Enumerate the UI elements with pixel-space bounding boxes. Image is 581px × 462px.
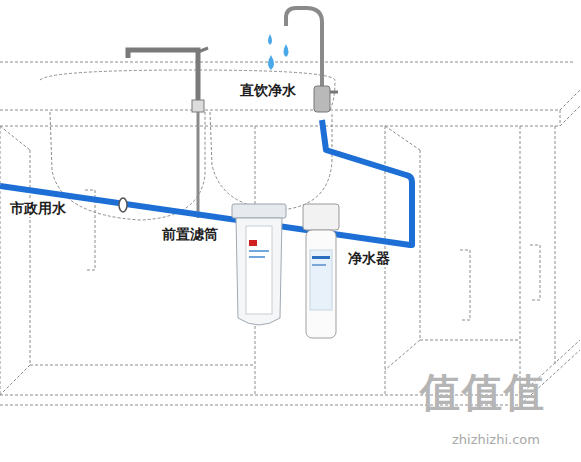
part-label: 净水器 bbox=[346, 250, 392, 267]
valve-ring bbox=[119, 198, 127, 212]
inlet-label: 市政用水 bbox=[8, 200, 68, 217]
watermark-url: zhizhizhi.com bbox=[452, 432, 540, 447]
kitchen-faucet bbox=[128, 48, 208, 218]
water-pipe bbox=[0, 120, 412, 245]
outlet-label: 直饮净水 bbox=[238, 82, 298, 99]
watermark: 值值值 bbox=[420, 370, 546, 414]
part-label: 前置滤筒 bbox=[160, 226, 220, 243]
water-drops bbox=[268, 34, 289, 70]
cabinet-outline bbox=[0, 62, 580, 405]
purifier bbox=[303, 204, 339, 338]
pre-filter bbox=[232, 204, 286, 325]
